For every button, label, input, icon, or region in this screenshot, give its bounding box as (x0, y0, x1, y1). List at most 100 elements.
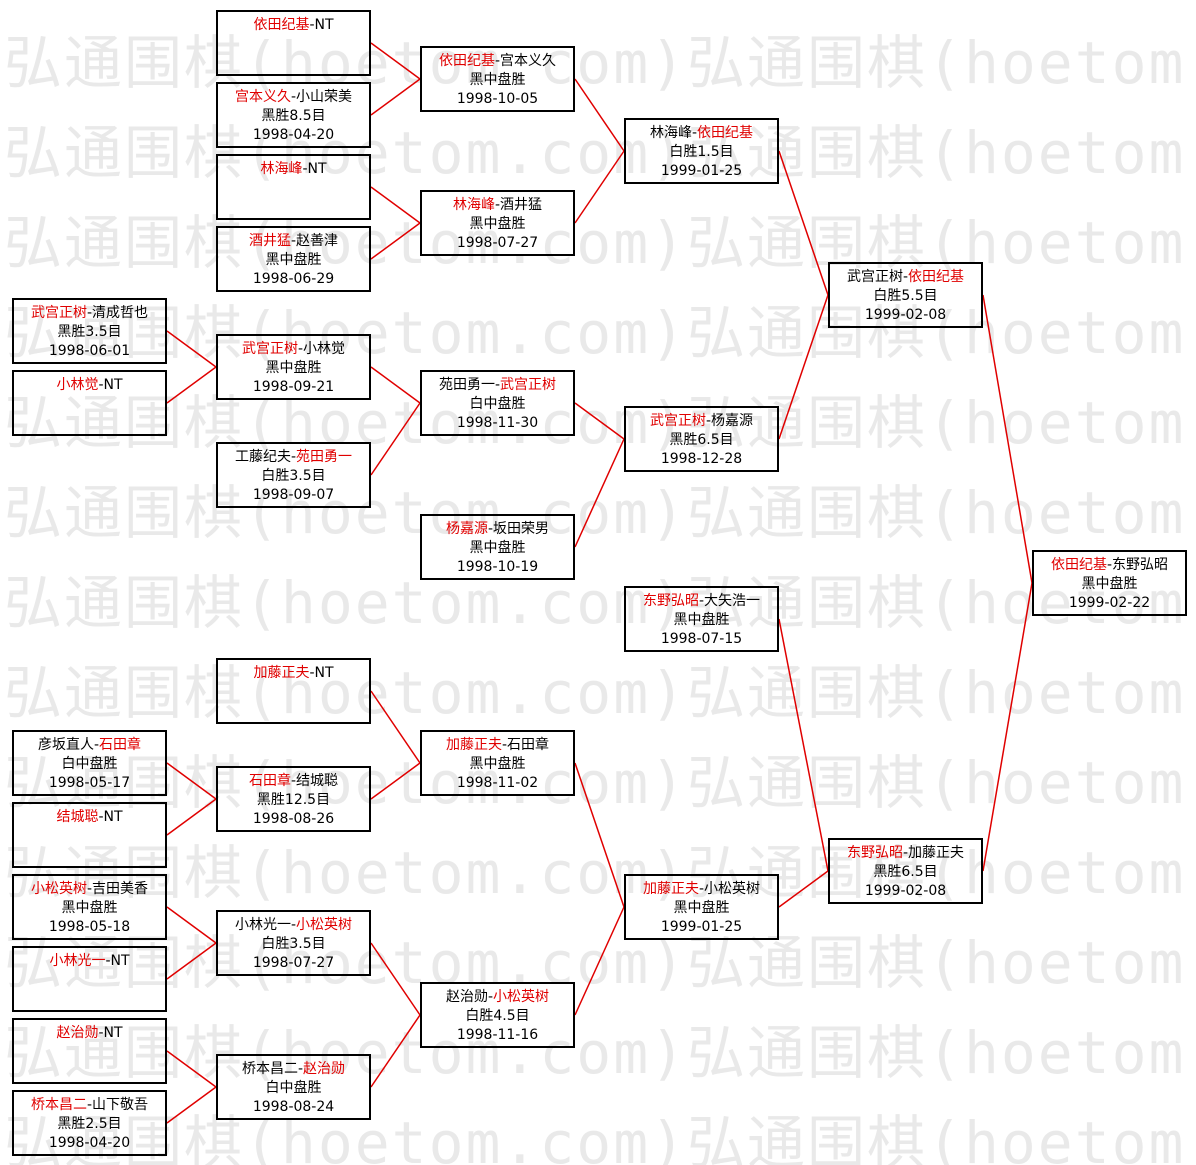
match-box-r3-4: 加藤正夫-石田章黑中盘胜 1998-11-02 (420, 730, 575, 796)
match-box-r1-7: 加藤正夫-NT (216, 658, 371, 724)
match-players: 小松英树-吉田美香 (14, 880, 165, 899)
match-result: 黑胜12.5目 (256, 792, 331, 808)
player-2-name: NT (314, 17, 334, 33)
player-1-name: 赵治勋 (56, 1025, 99, 1041)
player-1-name: 赵治勋 (445, 989, 488, 1005)
player-1-name: 小松英树 (30, 881, 87, 897)
match-players: 小林觉-NT (14, 376, 165, 395)
player-1-name: 小林觉 (56, 377, 99, 393)
separator: - (105, 953, 111, 969)
match-players: 小林光一-NT (14, 952, 165, 971)
match-result: 白胜1.5目 (669, 144, 734, 160)
player-2-name: NT (103, 1025, 123, 1041)
bracket-connector (166, 1050, 217, 1088)
match-date: 1998-07-15 (660, 631, 743, 647)
match-box-r1-1: 依田纪基-NT (216, 10, 371, 76)
player-1-name: 武宫正树 (30, 305, 87, 321)
player-2-name: NT (314, 665, 334, 681)
bracket-connector (982, 294, 1033, 584)
match-players: 依田纪基-东野弘昭 (1034, 556, 1185, 575)
player-1-name: 依田纪基 (253, 17, 310, 33)
bracket-connector (370, 42, 421, 80)
bracket-connector (370, 222, 421, 260)
separator: - (1106, 557, 1113, 573)
player-2-name: 加藤正夫 (908, 845, 965, 861)
player-2-name: 赵治勋 (303, 1061, 346, 1077)
match-date: 1998-11-16 (456, 1027, 539, 1043)
match-players: 彦坂直人-石田章 (14, 736, 165, 755)
match-date: 1999-01-25 (660, 919, 743, 935)
match-players: 加藤正夫-小松英树 (626, 880, 777, 899)
player-1-name: 酒井猛 (248, 233, 291, 249)
separator: - (487, 521, 494, 537)
player-2-name: 石田章 (99, 737, 142, 753)
match-date: 1998-09-07 (252, 487, 335, 503)
match-result: 白中盘胜 (265, 1080, 322, 1096)
player-2-name: 坂田荣男 (493, 521, 550, 537)
match-players: 林海峰-NT (218, 160, 369, 179)
match-result: 黑中盘胜 (469, 216, 526, 232)
player-2-name: 苑田勇一 (296, 449, 353, 465)
match-players: 武宫正树-杨嘉源 (626, 412, 777, 431)
match-players: 桥本昌二-山下敬吾 (14, 1096, 165, 1115)
player-1-name: 武宫正树 (241, 341, 298, 357)
match-date: 1998-05-17 (48, 775, 131, 791)
player-2-name: 小松英树 (296, 917, 353, 933)
match-box-q-7: 赵治勋-NT (12, 1018, 167, 1084)
match-players: 工藤纪夫-苑田勇一 (218, 448, 369, 467)
player-2-name: 吉田美香 (92, 881, 149, 897)
match-result: 黑中盘胜 (61, 900, 118, 916)
match-result: 黑胜2.5目 (57, 1116, 122, 1132)
bracket-connector (370, 402, 421, 476)
separator: - (309, 665, 315, 681)
player-1-name: 东野弘昭 (642, 593, 699, 609)
match-box-q-6: 小林光一-NT (12, 946, 167, 1012)
player-2-name: NT (103, 377, 123, 393)
match-players: 苑田勇一-武宫正树 (422, 376, 573, 395)
match-players: 加藤正夫-石田章 (422, 736, 573, 755)
match-date: 1999-02-22 (1068, 595, 1151, 611)
player-2-name: 结城聪 (296, 773, 339, 789)
separator: - (494, 197, 501, 213)
bracket-connector (574, 906, 625, 1016)
bracket-connector (778, 870, 829, 908)
match-players: 林海峰-依田纪基 (626, 124, 777, 143)
player-1-name: 桥本昌二 (30, 1097, 87, 1113)
match-date: 1999-01-25 (660, 163, 743, 179)
match-result: 黑胜8.5目 (261, 108, 326, 124)
match-players: 宫本义久-小山荣美 (218, 88, 369, 107)
separator: - (691, 125, 698, 141)
bracket-connector (574, 150, 625, 224)
player-2-name: 杨嘉源 (711, 413, 754, 429)
bracket-connector (370, 366, 421, 404)
match-date: 1998-11-02 (456, 775, 539, 791)
match-result: 黑中盘胜 (469, 756, 526, 772)
player-2-name: 武宫正树 (500, 377, 557, 393)
match-date: 1998-06-29 (252, 271, 335, 287)
separator: - (98, 1025, 104, 1041)
player-1-name: 依田纪基 (1050, 557, 1107, 573)
match-box-r4-1: 林海峰-依田纪基白胜1.5目 1999-01-25 (624, 118, 779, 184)
player-2-name: 依田纪基 (908, 269, 965, 285)
match-result: 黑中盘胜 (265, 360, 322, 376)
match-result: 白中盘胜 (469, 396, 526, 412)
match-players: 依田纪基-宫本义久 (422, 52, 573, 71)
player-1-name: 石田章 (248, 773, 291, 789)
separator: - (698, 881, 705, 897)
match-result: 黑胜3.5目 (57, 324, 122, 340)
player-1-name: 林海峰 (452, 197, 495, 213)
player-2-name: 东野弘昭 (1112, 557, 1169, 573)
match-players: 依田纪基-NT (218, 16, 369, 35)
